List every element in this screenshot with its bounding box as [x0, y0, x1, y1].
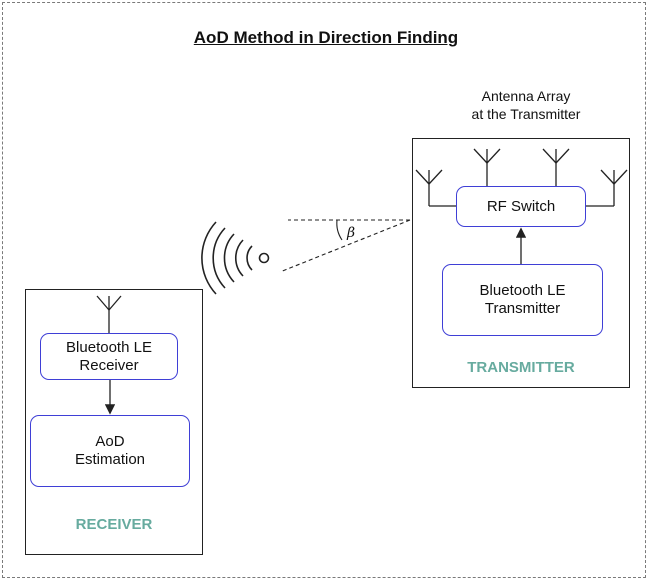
rf-switch-box: RF Switch — [456, 186, 586, 227]
antenna-array-caption: Antenna Array at the Transmitter — [426, 87, 626, 123]
wireless-signal-icon — [201, 221, 270, 295]
diagram-title: AoD Method in Direction Finding — [193, 28, 459, 47]
bluetooth-le-transmitter-box: Bluetooth LE Transmitter — [442, 264, 603, 336]
angle-arc — [336, 219, 343, 241]
receiver-label: RECEIVER — [75, 516, 153, 533]
antenna-caption-line-2: at the Transmitter — [471, 106, 581, 122]
aod-estimation-box: AoD Estimation — [30, 415, 190, 487]
angle-of-departure-lines — [279, 219, 411, 273]
antenna-caption-line-1: Antenna Array — [481, 88, 571, 104]
diagram-border — [2, 2, 646, 578]
transmitter-antenna-array-icon — [415, 148, 628, 207]
transmitter-label: TRANSMITTER — [467, 359, 575, 376]
beta-angle-label: β — [347, 225, 356, 241]
receiver-antenna-icon — [96, 295, 122, 333]
bluetooth-le-receiver-box: Bluetooth LE Receiver — [40, 333, 178, 380]
